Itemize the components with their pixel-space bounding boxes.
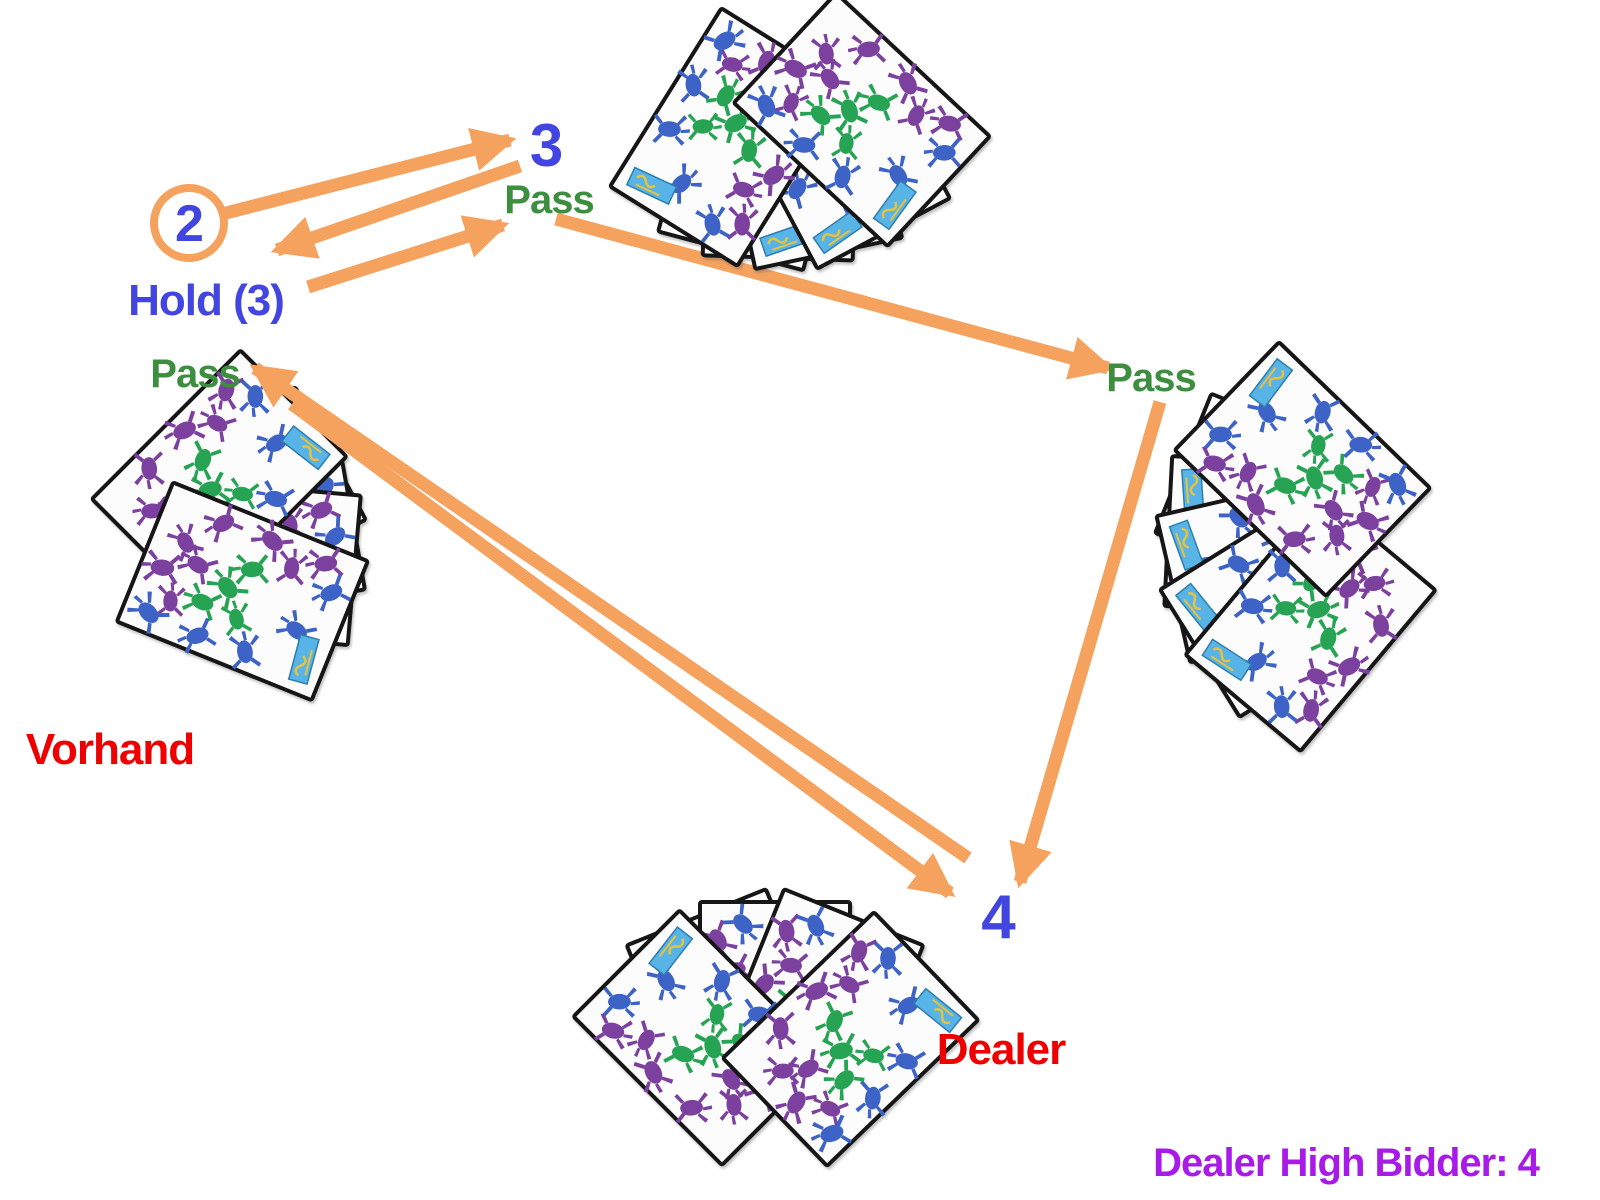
- opening-bid-circle-icon: [150, 184, 228, 262]
- arrow-vorhand-to-bid4: [288, 398, 956, 899]
- counter-bid-label: 3: [529, 112, 563, 179]
- arrow-pass-top-to-east: [554, 212, 1115, 380]
- arrow-east-pass-to-bid4: [1009, 400, 1167, 889]
- arrow-bid4-to-vorhand-pass: [249, 362, 972, 864]
- east-player-hand: [1152, 336, 1442, 755]
- opening-bid-label: 2: [175, 195, 204, 253]
- north-player-hand: [603, 0, 994, 273]
- final-bid-label: 4: [981, 883, 1015, 952]
- pass-label-top: Pass: [504, 178, 594, 222]
- pass-label-east: Pass: [1106, 356, 1196, 400]
- dealer-role-label: Dealer: [936, 1025, 1067, 1074]
- arrow-bid2-to-bid3: [224, 127, 517, 220]
- pass-label-vorhand: Pass: [150, 352, 240, 396]
- hold-response-label: Hold (3): [128, 276, 285, 325]
- arrow-bid3-back-to-bid2: [270, 159, 523, 259]
- arrow-group-under: [554, 212, 1115, 380]
- vorhand-role-label: Vorhand: [25, 725, 195, 774]
- south-player-hand: [569, 886, 984, 1174]
- high-bidder-result-label: Dealer High Bidder: 4: [1153, 1141, 1540, 1185]
- arrow-hold-to-pass: [306, 215, 510, 294]
- west-player-hand: [86, 346, 371, 708]
- arrow-group-over: [224, 127, 1167, 899]
